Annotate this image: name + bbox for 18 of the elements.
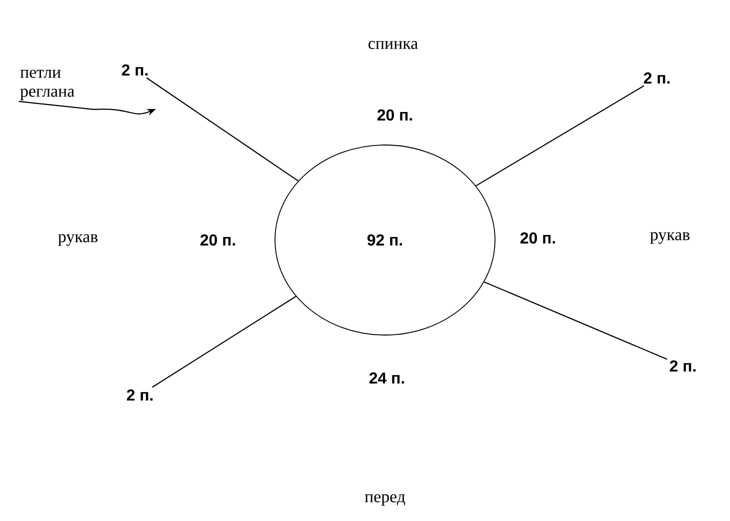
stitch-count: 20 п. <box>377 109 412 121</box>
note-text: петли реглана <box>20 70 74 100</box>
stitch-count: 24 п. <box>369 372 404 384</box>
stitch-count: 2 п. <box>644 72 670 84</box>
raglan-line <box>476 85 644 186</box>
part-label: спинка <box>368 40 418 50</box>
circle-node: 92 п. <box>274 144 496 336</box>
part-label: перед <box>364 494 406 506</box>
raglan-line <box>146 77 299 182</box>
part-label: рукав <box>650 232 690 244</box>
stitch-count: 20 п. <box>200 234 235 246</box>
stitch-count: 2 п. <box>670 360 696 372</box>
stitch-count: 2 п. <box>122 64 148 76</box>
raglan-line <box>152 296 296 388</box>
part-label: рукав <box>58 234 98 246</box>
raglan-line <box>484 281 668 360</box>
stitch-count: 2 п. <box>126 389 153 401</box>
stitch-count: 20 п. <box>520 232 555 244</box>
